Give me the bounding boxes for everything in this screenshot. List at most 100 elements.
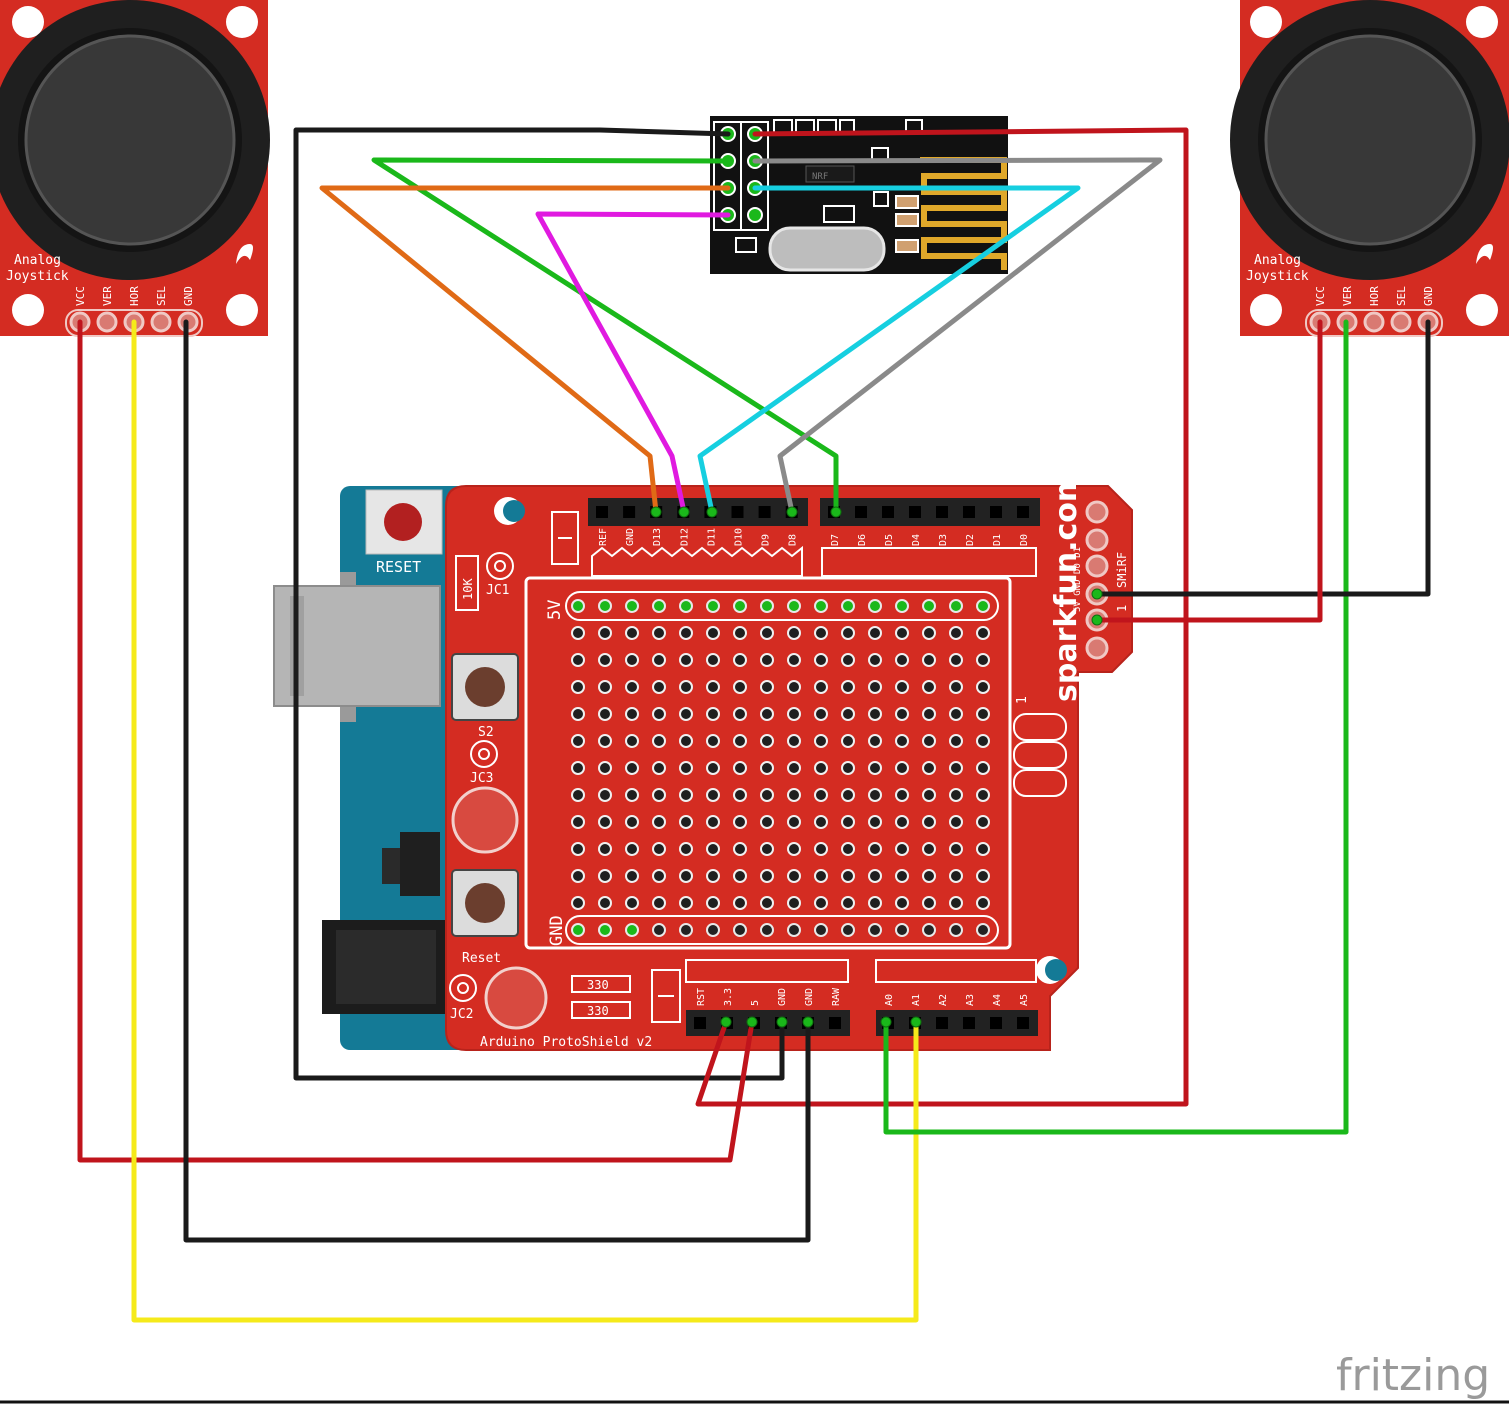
r330b-label: 330 xyxy=(587,1004,609,1018)
joystick-pin-label: VCC xyxy=(74,286,87,306)
digital-pin-label: D2 xyxy=(965,534,976,546)
wire-red-joyl-vcc xyxy=(77,319,755,1163)
wire-red-nrf-vcc xyxy=(695,127,1189,1107)
joystick-pin-label: SEL xyxy=(1395,286,1408,306)
joystick-pin-label: GND xyxy=(182,286,195,306)
rail-gnd-label: GND xyxy=(547,915,567,946)
power-pin-label: GND xyxy=(804,988,815,1006)
button-reset[interactable] xyxy=(451,869,519,937)
button-s2[interactable] xyxy=(451,653,519,721)
nrf-chip-label: NRF xyxy=(812,172,828,182)
digital-pin[interactable] xyxy=(990,506,1002,518)
reset-label: RESET xyxy=(376,558,421,576)
digital-pin[interactable] xyxy=(936,506,948,518)
jc2-label: JC2 xyxy=(450,1007,473,1022)
joystick-pin[interactable] xyxy=(150,311,172,333)
wire-black-joyr-gnd xyxy=(1094,319,1431,597)
joystick-right-title1: Analog xyxy=(1254,253,1301,268)
digital-pin[interactable] xyxy=(623,506,636,518)
analog-pin[interactable] xyxy=(936,1017,948,1029)
joystick-left-title1: Analog xyxy=(14,253,61,268)
fritzing-watermark: fritzing xyxy=(1336,1350,1490,1401)
wires xyxy=(77,127,1431,1323)
wire-green-joyr-ver xyxy=(883,319,1349,1135)
wire-cyan-nrf-d11 xyxy=(697,185,1081,515)
digital-pin-label: GND xyxy=(625,528,636,546)
jp1-label: 1 xyxy=(1015,696,1030,704)
reset-button[interactable] xyxy=(365,489,443,555)
joystick-pin-label: HOR xyxy=(128,286,141,306)
analog-pin-label: A1 xyxy=(911,994,922,1006)
joystick-pin-label: SEL xyxy=(155,286,168,306)
jc3-label: JC3 xyxy=(470,771,493,786)
wire-black-nrf-gnd xyxy=(293,127,785,1081)
analog-pin-label: A3 xyxy=(965,994,976,1006)
analog-pin[interactable] xyxy=(963,1017,975,1029)
wire-magenta-nrf-d12 xyxy=(535,211,731,515)
analog-pin-label: A4 xyxy=(992,994,1003,1006)
digital-pin-label: D10 xyxy=(734,528,745,546)
power-pin[interactable] xyxy=(829,1017,841,1029)
power-pin-label: 5 xyxy=(750,1000,761,1006)
r330a-label: 330 xyxy=(587,978,609,992)
led-1 xyxy=(451,786,519,854)
digital-pin[interactable] xyxy=(596,506,608,518)
digital-pin-label: D6 xyxy=(857,534,868,546)
rail-5v-label: 5V xyxy=(545,600,565,620)
wire-yellow-joyl-hor xyxy=(131,319,919,1323)
proto-grid xyxy=(565,591,999,945)
digital-pin[interactable] xyxy=(909,506,921,518)
joystick-pin[interactable] xyxy=(96,311,118,333)
digital-pin-label: D0 xyxy=(1019,534,1030,546)
digital-pin-label: D13 xyxy=(652,528,663,546)
power-pin-label: RAW xyxy=(831,987,842,1006)
led-2 xyxy=(484,966,548,1030)
digital-pin[interactable] xyxy=(855,506,867,518)
joystick-pin[interactable] xyxy=(1390,311,1412,333)
wire-green-nrf-d7 xyxy=(371,157,839,515)
smirf-title: SMiRF xyxy=(1115,552,1129,588)
nrf24l01-module: NRF xyxy=(710,116,1008,274)
digital-pin-label: D3 xyxy=(938,534,949,546)
analog-pin[interactable] xyxy=(990,1017,1002,1029)
sparkfun-flame-icon xyxy=(1476,244,1493,264)
wire-red-joyr-vcc xyxy=(1094,319,1323,623)
digital-pin-label: D1 xyxy=(992,534,1003,546)
smirf-num: 1 xyxy=(1115,605,1129,612)
shield-name: Arduino ProtoShield v2 xyxy=(480,1035,652,1050)
digital-pin[interactable] xyxy=(1017,506,1029,518)
power-pin[interactable] xyxy=(694,1017,706,1029)
protoshield-board: 10K 330 330 JC1 JC3 JC2 S2 Reset 1 xyxy=(445,471,1133,1051)
digital-pin-label: D7 xyxy=(830,534,841,546)
analog-pin-label: A5 xyxy=(1019,994,1030,1006)
digital-pin[interactable] xyxy=(882,506,894,518)
power-pin-label: GND xyxy=(777,988,788,1006)
joystick-pin-label: GND xyxy=(1422,286,1435,306)
digital-pin-label: D8 xyxy=(788,534,799,546)
digital-pin-label: D12 xyxy=(679,528,690,546)
sparkfun-logo: sparkfun.com xyxy=(1049,471,1084,702)
wire-black-joyl-gnd xyxy=(183,319,811,1243)
digital-pin[interactable] xyxy=(758,506,771,518)
joystick-pin[interactable] xyxy=(1363,311,1385,333)
analog-pin[interactable] xyxy=(1017,1017,1029,1029)
s2-label: S2 xyxy=(478,725,494,740)
digital-pin-label: D11 xyxy=(706,528,717,546)
sparkfun-flame-icon xyxy=(236,244,253,264)
digital-pin[interactable] xyxy=(731,506,744,518)
digital-pin[interactable] xyxy=(963,506,975,518)
power-pin-label: 3.3 xyxy=(723,988,734,1006)
wire-orange-nrf-d13 xyxy=(319,185,731,515)
digital-pin-label: D5 xyxy=(884,534,895,546)
wire-gray-nrf-d8 xyxy=(752,157,1163,515)
wire-endpoints xyxy=(650,506,1103,1028)
joystick-pin-label: VER xyxy=(1341,286,1354,306)
joystick-pin-label: HOR xyxy=(1368,286,1381,306)
digital-pin-label: REF xyxy=(598,528,609,546)
reset-small-label: Reset xyxy=(462,951,501,966)
r10k-label: 10K xyxy=(461,578,475,600)
smirf-pins-label: 5V GND D0 D1 xyxy=(1073,547,1083,612)
